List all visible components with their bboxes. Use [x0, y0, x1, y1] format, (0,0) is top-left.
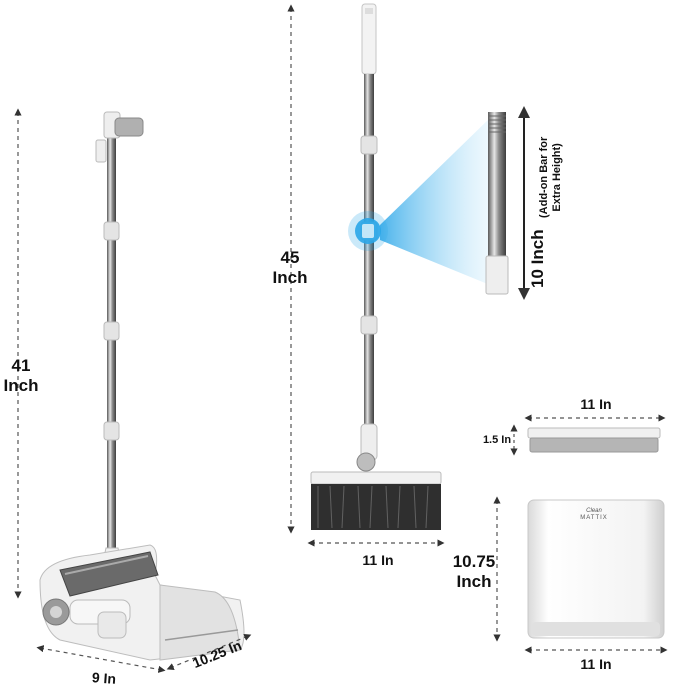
dustpan-depth-dimension: [166, 634, 252, 670]
broom-height-value: 45: [280, 248, 300, 267]
bin-illustration: [527, 499, 665, 639]
broom-illustration: [310, 3, 490, 530]
bin-width-label: 11 In: [580, 656, 612, 672]
addon-length-label: 10 Inch: [528, 229, 547, 288]
dustpan-height-unit: Inch: [3, 375, 39, 395]
bin-brand-line2: MATTIX: [580, 514, 608, 521]
bin-height-unit: Inch: [456, 571, 492, 591]
bin-brand-line1: Clean: [586, 508, 602, 514]
dustpan-width-label: 9 In: [91, 669, 117, 687]
broom-width-label: 11 In: [362, 552, 394, 568]
bin-brand-logo: Clean MATTIX: [570, 508, 618, 522]
addon-note-label: (Add-on Bar for Extra Height): [538, 137, 563, 218]
broom-height-unit: Inch: [272, 267, 308, 287]
dustpan-height-value: 41: [11, 356, 31, 375]
addon-bar-illustration: [485, 112, 509, 295]
addon-note-line1: (Add-on Bar for: [538, 136, 550, 218]
lid-height-label: 1.5 In: [482, 434, 512, 446]
broom-height-label: 45 Inch: [268, 248, 312, 287]
bin-height-label: 10.75 Inch: [450, 552, 498, 591]
lid-width-label: 11 In: [580, 396, 612, 412]
dustpan-illustration: [39, 111, 245, 661]
dustpan-height-label: 41 Inch: [0, 356, 42, 395]
bin-height-value: 10.75: [452, 552, 496, 571]
addon-note-line2: Extra Height): [550, 143, 563, 212]
bin-lid-illustration: [527, 427, 661, 453]
